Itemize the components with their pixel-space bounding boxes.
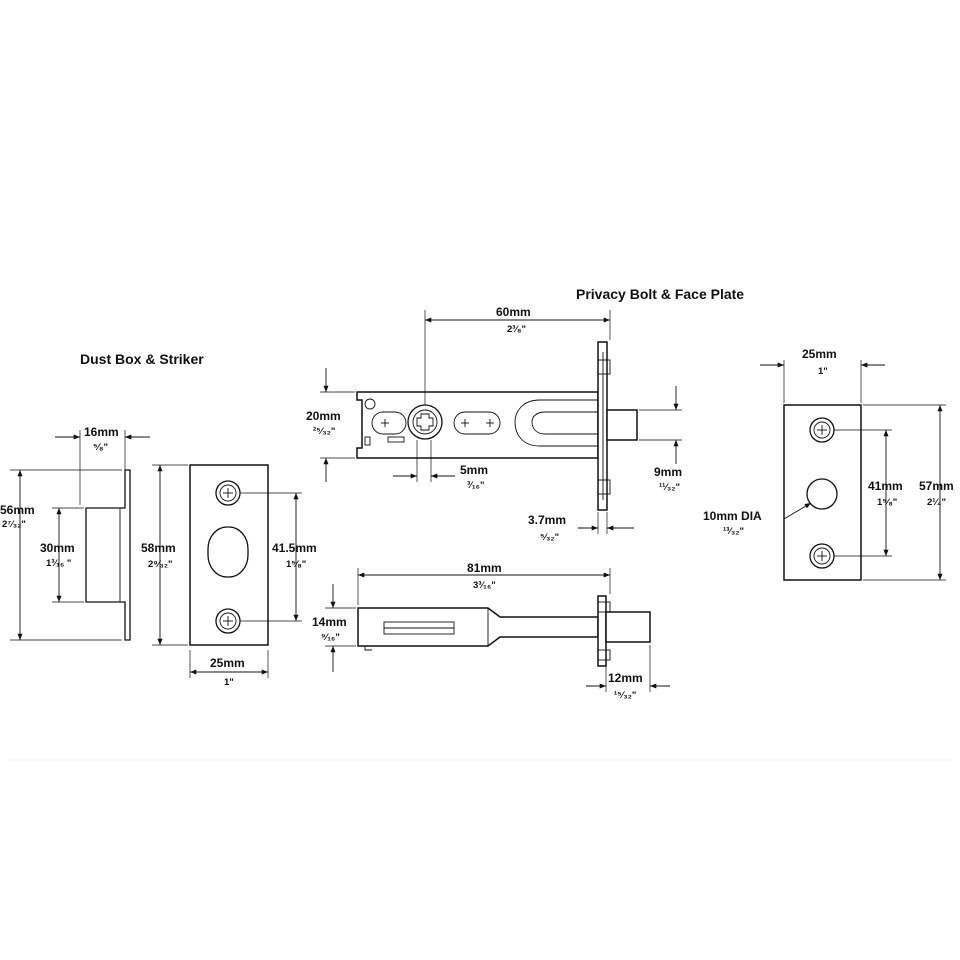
bolt-spindle-dimension: 5mm ³⁄₁₆" bbox=[393, 440, 488, 491]
striker-screw-top bbox=[215, 480, 241, 506]
face-plate-width-in: 1" bbox=[818, 366, 828, 377]
striker-hole-spacing-in: 1⁵⁄₈" bbox=[286, 559, 306, 570]
dust-box-inner-in: 1³⁄₁₆ " bbox=[46, 558, 71, 569]
bolt-top-length-in: 2³⁄₈" bbox=[507, 324, 526, 335]
face-plate-height-mm: 57mm bbox=[919, 479, 954, 493]
face-plate-hole-diameter-callout: 10mm DIA ¹³⁄₃₂" bbox=[703, 502, 812, 537]
dust-box-height-dimension: 56mm 2⁷⁄₃₂" bbox=[0, 469, 122, 641]
face-plate-height-dimension: 57mm 2¹⁄₄" bbox=[863, 404, 954, 581]
bolt-throw-height-mm: 9mm bbox=[654, 465, 682, 479]
bolt-spindle-in: ³⁄₁₆" bbox=[467, 480, 485, 491]
face-plate-thickness-dimension: 3.7mm ⁵⁄₃₂" bbox=[528, 512, 634, 543]
face-plate-width-mm: 25mm bbox=[802, 347, 837, 361]
striker-width-dimension: 25mm 1" bbox=[189, 650, 269, 688]
face-plate-height-in: 2¹⁄₄" bbox=[927, 497, 946, 508]
dust-box-depth-dimension: 16mm ⁵⁄₈" bbox=[55, 425, 150, 505]
bolt-side-length-in: 3³⁄₁₆" bbox=[473, 580, 496, 591]
bolt-side-height-in: ⁹⁄₁₆" bbox=[321, 632, 340, 643]
striker-screw-bottom bbox=[215, 608, 241, 634]
bolt-side-length-mm: 81mm bbox=[467, 561, 502, 575]
dust-box-depth-in: ⁵⁄₈" bbox=[93, 442, 108, 453]
striker-hole-spacing-dimension: 41.5mm 1⁵⁄₈" bbox=[240, 492, 317, 622]
face-plate-hole-dia-mm: 10mm DIA bbox=[703, 509, 762, 523]
face-plate-hole-spacing-mm: 41mm bbox=[868, 479, 903, 493]
bolt-throw-height-in: ¹¹⁄₃₂" bbox=[659, 482, 680, 493]
face-plate-thickness-mm: 3.7mm bbox=[528, 513, 566, 527]
bolt-top-length-mm: 60mm bbox=[496, 305, 531, 319]
dust-box-title: Dust Box & Striker bbox=[80, 351, 204, 367]
bolt-top-view bbox=[356, 341, 638, 511]
dust-box-height-in: 2⁷⁄₃₂" bbox=[2, 519, 26, 530]
striker-plate bbox=[189, 464, 269, 646]
face-plate-front bbox=[783, 404, 862, 581]
face-plate-bolt-hole bbox=[806, 478, 838, 510]
striker-latch-slot bbox=[207, 526, 249, 578]
dust-box-depth-mm: 16mm bbox=[84, 425, 119, 439]
face-plate-hole-spacing-dimension: 41mm 1⁵⁄₈" bbox=[834, 429, 903, 557]
bolt-body-height-mm: 20mm bbox=[306, 409, 341, 423]
face-plate-width-dimension: 25mm 1" bbox=[760, 347, 885, 403]
bolt-top-length-dimension: 60mm 2³⁄₈" bbox=[424, 305, 611, 405]
dust-box-height-mm: 56mm bbox=[0, 503, 35, 517]
face-plate-thickness-in: ⁵⁄₃₂" bbox=[540, 532, 559, 543]
face-plate-hole-dia-in: ¹³⁄₃₂" bbox=[723, 526, 744, 537]
dust-box-inner-dimension: 30mm 1³⁄₁₆ " bbox=[40, 507, 84, 603]
bolt-side-throw-dimension: 12mm ¹⁵⁄₃₂" bbox=[586, 645, 670, 701]
bolt-body-height-in: ²⁵⁄₃₂" bbox=[313, 426, 335, 437]
face-plate-screw-bottom bbox=[809, 543, 835, 569]
striker-width-mm: 25mm bbox=[210, 656, 245, 670]
dust-box-profile bbox=[85, 469, 131, 641]
bolt-side-height-dimension: 14mm ⁹⁄₁₆" bbox=[312, 584, 356, 672]
striker-height-mm: 58mm bbox=[141, 541, 176, 555]
bolt-side-throw-mm: 12mm bbox=[608, 671, 643, 685]
dust-box-inner-mm: 30mm bbox=[40, 541, 75, 555]
bolt-throw-height-dimension: 9mm ¹¹⁄₃₂" bbox=[639, 386, 682, 493]
bolt-side-view bbox=[357, 595, 651, 667]
striker-height-dimension: 58mm 2⁹⁄₃₂" bbox=[141, 464, 188, 646]
striker-hole-spacing-mm: 41.5mm bbox=[272, 541, 317, 555]
bolt-side-height-mm: 14mm bbox=[312, 615, 347, 629]
bolt-side-length-dimension: 81mm 3³⁄₁₆" bbox=[357, 561, 611, 605]
face-plate-screw-top bbox=[809, 417, 835, 443]
bolt-body-height-dimension: 20mm ²⁵⁄₃₂" bbox=[306, 368, 355, 482]
bolt-side-throw-in: ¹⁵⁄₃₂" bbox=[614, 690, 636, 701]
face-plate-hole-spacing-in: 1⁵⁄₈" bbox=[877, 497, 897, 508]
striker-width-in: 1" bbox=[224, 677, 234, 688]
striker-height-in: 2⁹⁄₃₂" bbox=[148, 559, 173, 570]
bolt-body-slots bbox=[364, 398, 501, 446]
bolt-spindle-mm: 5mm bbox=[460, 463, 488, 477]
privacy-bolt-title: Privacy Bolt & Face Plate bbox=[576, 286, 744, 302]
